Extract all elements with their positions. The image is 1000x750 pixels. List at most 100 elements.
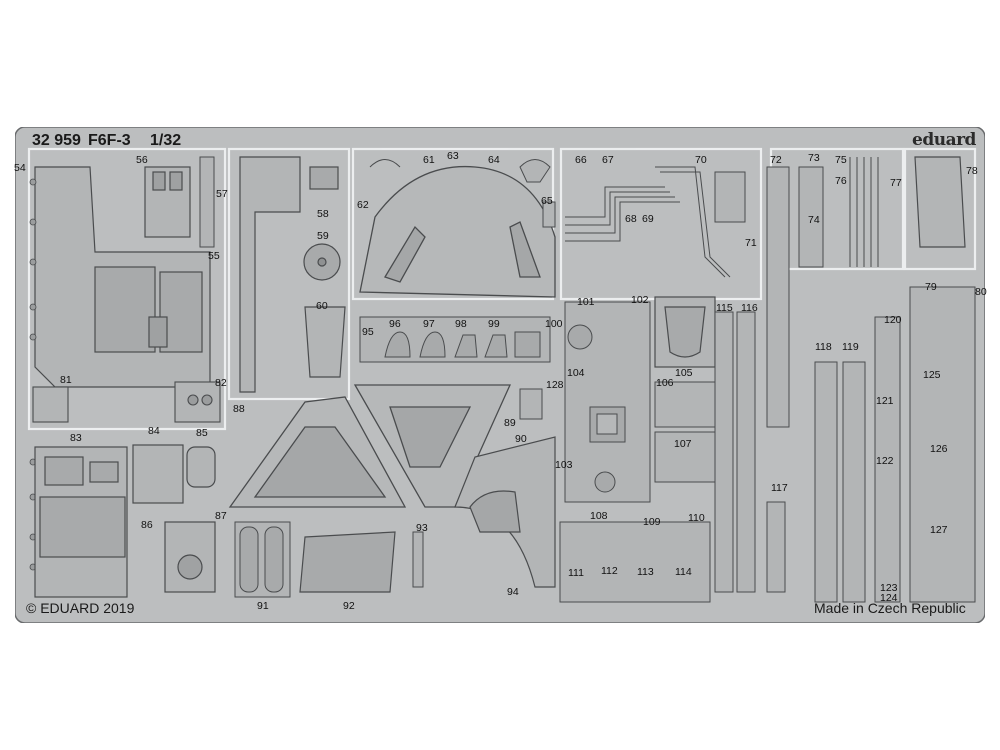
part-88 xyxy=(228,396,407,508)
part-number: 109 xyxy=(643,516,661,528)
parts-108-114 xyxy=(559,521,711,603)
parts-95-100 xyxy=(359,316,551,363)
part-number: 83 xyxy=(70,432,82,444)
part-55 xyxy=(34,166,211,388)
part-number: 117 xyxy=(771,482,788,494)
part-number: 55 xyxy=(208,250,220,262)
part-number: 125 xyxy=(923,369,941,381)
part-number: 112 xyxy=(601,565,618,577)
part-number: 121 xyxy=(876,395,894,407)
part-number: 106 xyxy=(656,377,674,389)
part-number: 65 xyxy=(541,195,553,207)
part-101-104 xyxy=(564,301,651,503)
part-64-65 xyxy=(519,159,556,228)
parts-66-71 xyxy=(565,166,746,278)
part-85 xyxy=(186,446,216,488)
part-106-107 xyxy=(654,381,716,483)
part-number: 122 xyxy=(876,455,894,467)
part-number: 114 xyxy=(675,566,692,578)
part-number: 57 xyxy=(216,188,228,200)
part-105 xyxy=(654,296,716,368)
part-number: 103 xyxy=(555,459,573,471)
part-number: 96 xyxy=(389,318,401,330)
part-number: 59 xyxy=(317,230,329,242)
parts-118-119 xyxy=(814,361,866,603)
part-number: 56 xyxy=(136,154,148,166)
part-number: 81 xyxy=(60,374,72,386)
part-number: 73 xyxy=(808,152,820,164)
part-73-74 xyxy=(798,166,824,268)
part-number: 92 xyxy=(343,600,355,612)
part-number: 119 xyxy=(842,341,859,353)
part-number: 113 xyxy=(637,566,654,578)
part-93 xyxy=(412,531,424,588)
part-number: 54 xyxy=(14,162,26,174)
part-115-116 xyxy=(714,311,756,593)
part-number: 90 xyxy=(515,433,527,445)
part-59 xyxy=(303,243,341,281)
part-56 xyxy=(144,166,191,238)
part-number: 75 xyxy=(835,154,847,166)
part-number: 102 xyxy=(631,294,649,306)
parts-125-127 xyxy=(909,286,976,603)
part-number: 126 xyxy=(930,443,948,455)
photo-etch-fret xyxy=(15,127,985,623)
part-number: 76 xyxy=(835,175,847,187)
part-94 xyxy=(454,436,556,588)
part-number: 110 xyxy=(688,512,705,524)
part-84 xyxy=(132,444,184,504)
part-number: 82 xyxy=(215,377,227,389)
part-number: 63 xyxy=(447,150,459,162)
parts-120-124 xyxy=(874,316,901,603)
part-number: 91 xyxy=(257,600,269,612)
part-number: 98 xyxy=(455,318,467,330)
part-number: 85 xyxy=(196,427,208,439)
part-number: 120 xyxy=(884,314,902,326)
part-number: 100 xyxy=(545,318,563,330)
part-number: 88 xyxy=(233,403,245,415)
part-58 xyxy=(239,156,339,393)
product-code: 32 959 xyxy=(32,132,81,149)
part-number: 123 xyxy=(880,582,898,594)
part-number: 69 xyxy=(642,213,654,225)
part-57 xyxy=(199,156,215,248)
part-number: 72 xyxy=(770,154,782,166)
part-number: 74 xyxy=(808,214,820,226)
part-number: 128 xyxy=(546,379,564,391)
part-number: 124 xyxy=(880,592,898,604)
part-91 xyxy=(234,521,291,598)
part-number: 61 xyxy=(423,154,435,166)
part-number: 68 xyxy=(625,213,637,225)
part-number: 99 xyxy=(488,318,500,330)
part-number: 64 xyxy=(488,154,500,166)
part-number: 62 xyxy=(357,199,369,211)
eduard-logo: eduard xyxy=(912,130,976,150)
part-number: 93 xyxy=(416,522,428,534)
part-number: 60 xyxy=(316,300,328,312)
part-number: 84 xyxy=(148,425,160,437)
part-number: 108 xyxy=(590,510,608,522)
part-number: 79 xyxy=(925,281,937,293)
part-number: 66 xyxy=(575,154,587,166)
part-number: 127 xyxy=(930,524,948,536)
part-83 xyxy=(34,446,128,598)
part-number: 97 xyxy=(423,318,435,330)
part-62 xyxy=(369,159,401,168)
part-128 xyxy=(519,388,543,420)
part-number: 87 xyxy=(215,510,227,522)
scale-label: 1/32 xyxy=(150,132,182,149)
part-number: 71 xyxy=(745,237,757,249)
part-number: 95 xyxy=(362,326,374,338)
part-number: 89 xyxy=(504,417,516,429)
part-60 xyxy=(304,306,346,378)
part-92 xyxy=(299,531,396,593)
part-number: 67 xyxy=(602,154,614,166)
part-63 xyxy=(359,165,556,298)
part-number: 111 xyxy=(568,567,584,579)
part-72 xyxy=(766,166,790,428)
part-number: 86 xyxy=(141,519,153,531)
part-number: 101 xyxy=(577,296,595,308)
part-number: 77 xyxy=(890,177,902,189)
part-number: 80 xyxy=(975,286,987,298)
part-89-90 xyxy=(353,384,512,508)
